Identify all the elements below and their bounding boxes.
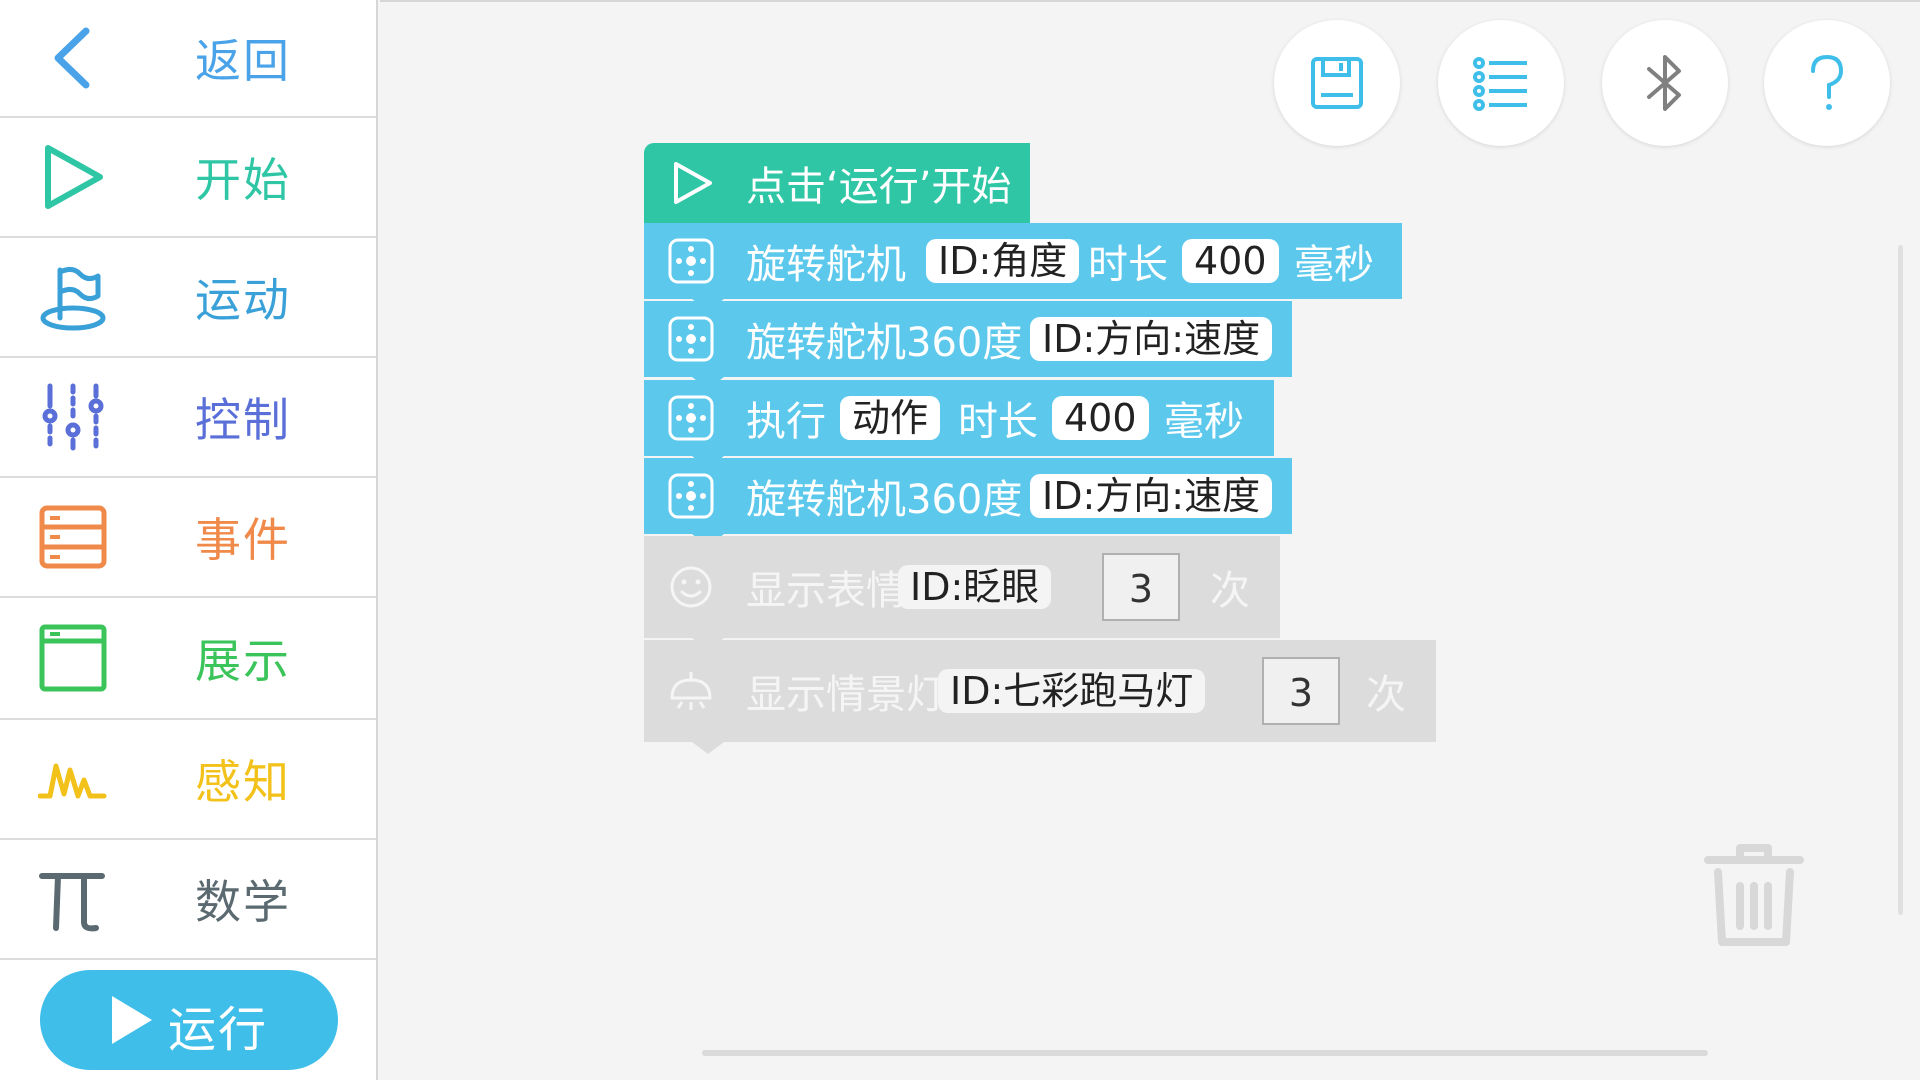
trash-icon[interactable] [1702, 842, 1806, 952]
bluetooth-button[interactable] [1602, 20, 1728, 146]
light-id-field[interactable]: ID:七彩跑马灯 [938, 669, 1206, 713]
category-motion[interactable]: 运动 [0, 238, 376, 358]
unit-label: 次 [1210, 568, 1250, 614]
sense-wave-icon [38, 763, 107, 799]
category-control[interactable]: 控制 [0, 358, 376, 478]
action-select-field[interactable]: 动作 [840, 396, 941, 440]
block-label: 显示表情 [746, 568, 906, 614]
horizontal-scrollbar[interactable] [702, 1050, 1708, 1056]
run-button-label: 运行 [168, 1002, 269, 1058]
show-light-block[interactable]: 显示情景灯 ID:七彩跑马灯 3 次 [644, 640, 1436, 742]
servo360-block[interactable]: 旋转舵机360度 ID:方向:速度 [644, 301, 1292, 377]
servo-icon [668, 238, 714, 284]
category-math-label: 数学 [195, 875, 291, 929]
lamp-icon [670, 672, 712, 710]
repeat-count-input[interactable]: 3 [1102, 553, 1180, 621]
category-display[interactable]: 展示 [0, 598, 376, 720]
category-events[interactable]: 事件 [0, 478, 376, 598]
category-display-label: 展示 [195, 634, 291, 688]
unit-label: 毫秒 [1294, 242, 1374, 288]
start-block[interactable]: 点击‘运行’开始 [644, 143, 1030, 223]
save-icon [1311, 57, 1363, 109]
play-triangle-icon [45, 145, 103, 209]
start-block-label: 点击‘运行’开始 [746, 164, 1012, 210]
servo-icon [668, 395, 714, 441]
block-label: 旋转舵机360度 [746, 320, 1023, 366]
run-action-block[interactable]: 执行 动作 时长 400 毫秒 [644, 380, 1274, 456]
motion-flag-icon [40, 266, 106, 331]
back-button[interactable]: 返回 [0, 0, 376, 118]
repeat-count-input[interactable]: 3 [1262, 657, 1340, 725]
display-window-icon [39, 624, 107, 692]
servo-direction-speed-field[interactable]: ID:方向:速度 [1030, 474, 1273, 518]
duration-input[interactable]: 400 [1052, 396, 1149, 440]
servo-rotate-block[interactable]: 旋转舵机 ID:角度 时长 400 毫秒 [644, 223, 1402, 299]
chevron-left-icon [54, 27, 90, 89]
category-sense[interactable]: 感知 [0, 720, 376, 840]
play-icon [112, 996, 152, 1044]
bluetooth-icon [1647, 55, 1681, 111]
category-control-label: 控制 [195, 393, 291, 447]
event-list-icon [39, 505, 107, 569]
list-icon [1473, 57, 1527, 111]
run-button[interactable]: 运行 [40, 970, 338, 1070]
block-label: 执行 [746, 399, 826, 445]
category-sidebar: 返回 开始 运动 控制 [0, 0, 378, 1080]
block-connector [692, 742, 724, 754]
servo360-block[interactable]: 旋转舵机360度 ID:方向:速度 [644, 458, 1292, 534]
workspace-canvas[interactable]: 点击‘运行’开始 旋转舵机 ID:角度 时长 400 毫秒 旋转舵机360度 I… [380, 0, 1920, 1080]
save-button[interactable] [1274, 20, 1400, 146]
servo-direction-speed-field[interactable]: ID:方向:速度 [1030, 317, 1273, 361]
vertical-scrollbar[interactable] [1898, 245, 1903, 915]
back-label: 返回 [195, 34, 291, 88]
category-math[interactable]: 数学 [0, 840, 376, 960]
program-list-button[interactable] [1438, 20, 1564, 146]
help-button[interactable] [1764, 20, 1890, 146]
category-events-label: 事件 [195, 513, 291, 567]
duration-label: 时长 [1088, 242, 1168, 288]
show-expression-block[interactable]: 显示表情 ID:眨眼 3 次 [644, 536, 1280, 638]
servo-id-angle-field[interactable]: ID:角度 [926, 239, 1080, 283]
unit-label: 毫秒 [1164, 399, 1244, 445]
play-triangle-icon [674, 162, 712, 204]
block-label: 旋转舵机360度 [746, 477, 1023, 523]
help-icon [1811, 54, 1844, 110]
expression-id-field[interactable]: ID:眨眼 [898, 565, 1052, 609]
servo-icon [668, 473, 714, 519]
unit-label: 次 [1366, 672, 1406, 718]
category-sense-label: 感知 [195, 755, 291, 809]
category-start-label: 开始 [195, 153, 291, 207]
duration-input[interactable]: 400 [1182, 239, 1279, 283]
category-start[interactable]: 开始 [0, 118, 376, 238]
smiley-icon [670, 566, 712, 608]
block-label: 显示情景灯 [746, 672, 946, 718]
category-motion-label: 运动 [195, 273, 291, 327]
pi-icon [39, 873, 105, 932]
sliders-icon [42, 383, 104, 451]
block-label: 旋转舵机 [746, 242, 906, 288]
duration-label: 时长 [958, 399, 1038, 445]
servo-icon [668, 316, 714, 362]
